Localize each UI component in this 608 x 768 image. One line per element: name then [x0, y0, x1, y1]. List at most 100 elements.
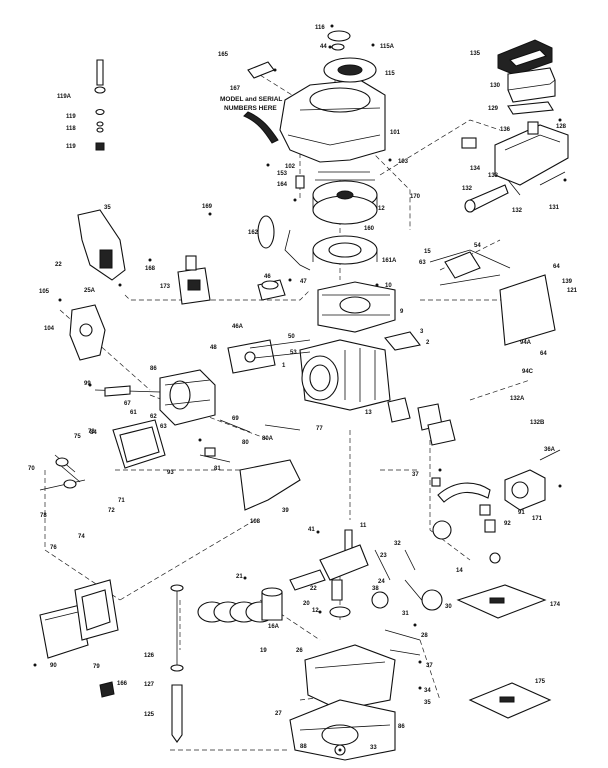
valve-springs — [371, 549, 416, 609]
callout: 132 — [512, 208, 523, 214]
callout: 37 — [426, 663, 433, 669]
dipstick-parts — [384, 629, 421, 656]
callout: 115A — [380, 44, 395, 50]
callout: 171 — [532, 516, 543, 522]
callout: 35 — [104, 205, 111, 211]
callout: 32 — [394, 541, 401, 547]
callout: 101 — [390, 130, 401, 136]
callout: 77 — [316, 426, 323, 432]
callout: 76 — [50, 545, 57, 551]
callout: 63 — [160, 424, 167, 430]
callout: 37 — [412, 472, 419, 478]
callout: 153 — [277, 171, 288, 177]
callout: 102 — [285, 164, 296, 170]
note-line-1: MODEL and SERIAL — [220, 96, 282, 103]
callout: 74 — [78, 534, 85, 540]
callout: 167 — [230, 86, 241, 92]
wire-loop — [257, 215, 275, 249]
callout: 80 — [242, 440, 249, 446]
callout: 126 — [144, 653, 155, 659]
callout: 103 — [398, 159, 409, 165]
callout: 20 — [303, 601, 310, 607]
air-cleaner-base — [494, 121, 569, 186]
callout: 165 — [218, 52, 229, 58]
callout: 39 — [282, 508, 289, 514]
air-filter — [507, 67, 556, 103]
callout: 118 — [66, 126, 76, 132]
callout: 12 — [378, 206, 385, 212]
callout: 84 — [90, 430, 97, 436]
callout: 53 — [290, 350, 297, 356]
callout: 135 — [470, 51, 481, 57]
filter-element — [39, 604, 89, 659]
callout: 166 — [117, 681, 128, 687]
callout: 23 — [380, 553, 387, 559]
callout: 90 — [50, 663, 57, 669]
gasket-small — [461, 137, 477, 149]
assembly-lines — [44, 70, 546, 751]
nut — [327, 30, 351, 42]
clamp — [479, 504, 491, 516]
callout: 175 — [535, 679, 546, 685]
callout: 54 — [474, 243, 481, 249]
callout: 81 — [214, 466, 221, 472]
cylinder-block — [299, 339, 391, 411]
callout: 46 — [264, 274, 271, 280]
valve-cover-plate — [227, 339, 276, 374]
callout: 80A — [262, 436, 274, 442]
clip — [99, 681, 115, 698]
callout-labels: 116 44 115A 115 135 130 129 128 136 119A… — [28, 25, 578, 751]
callout: 12 — [312, 608, 319, 614]
callout: 173 — [160, 284, 171, 290]
callout: 61 — [130, 410, 137, 416]
callout: 28 — [421, 633, 428, 639]
callout: 99 — [84, 381, 91, 387]
callout: 63 — [419, 260, 426, 266]
callout: 47 — [300, 279, 307, 285]
callout: 105 — [39, 289, 50, 295]
filter-frame — [74, 579, 119, 641]
air-vane — [239, 459, 301, 511]
callout: 9 — [400, 309, 404, 315]
callout: 64 — [553, 264, 560, 270]
callout: 24 — [378, 579, 385, 585]
callout: 15 — [424, 249, 431, 255]
fuel-line — [431, 477, 491, 540]
breather-tube — [464, 171, 566, 213]
callout: 94A — [520, 340, 532, 346]
callout: 64 — [540, 351, 547, 357]
callout: 79 — [93, 664, 100, 670]
callout: 132 — [462, 186, 473, 192]
callout: 50 — [288, 334, 295, 340]
callout: 36A — [544, 447, 556, 453]
idle-needle — [39, 454, 86, 491]
callout: 16A — [268, 624, 280, 630]
callout: 38 — [372, 586, 379, 592]
blower-housing — [243, 79, 386, 163]
connecting-rod — [289, 569, 326, 591]
boot — [489, 552, 501, 564]
callout: 21 — [236, 574, 243, 580]
callout: 62 — [150, 414, 157, 420]
overhaul-kit-card — [468, 682, 552, 719]
callout: 25A — [84, 288, 96, 294]
fuel-tank-bracket — [69, 304, 106, 361]
callout: 71 — [118, 498, 125, 504]
linkage — [199, 419, 301, 463]
callout: 132B — [530, 420, 545, 426]
callout: 13 — [365, 410, 372, 416]
note-line-2: NUMBERS HERE — [224, 105, 277, 112]
callout: 92 — [504, 521, 511, 527]
callout: 31 — [402, 611, 409, 617]
callout: 162 — [248, 230, 259, 236]
callout: 86 — [150, 366, 157, 372]
breather-assembly — [387, 397, 456, 446]
callout: 168 — [145, 266, 156, 272]
callout: 108 — [250, 519, 261, 525]
callout: 35 — [424, 700, 431, 706]
dipstick — [170, 584, 184, 743]
callout: 104 — [44, 326, 55, 332]
callout: 127 — [144, 682, 155, 688]
callout: 129 — [488, 106, 499, 112]
